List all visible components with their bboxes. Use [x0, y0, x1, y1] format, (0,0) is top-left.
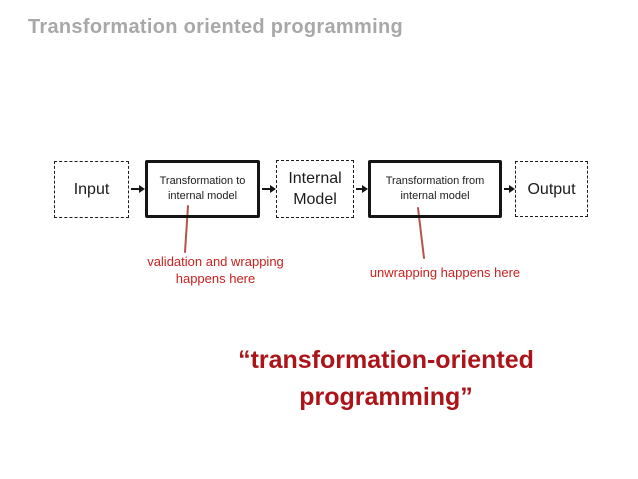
transform-to-node-label-line2: internal model: [167, 190, 238, 202]
transform-to-node: Transformation to internal model: [145, 160, 260, 218]
internal-model-node: Internal Model: [276, 160, 354, 218]
input-node: Input: [54, 161, 129, 218]
quote-line1: “transformation-oriented: [238, 346, 534, 374]
transform-to-node-label-line1: Transformation to: [159, 175, 246, 187]
unwrapping-annotation: unwrapping happens here: [360, 264, 530, 281]
internal-model-node-label-line2: Model: [293, 191, 337, 208]
quote-line2: programming”: [299, 383, 473, 411]
slide-title: Transformation oriented programming: [28, 16, 403, 38]
flow-arrow-transform-to-output: [504, 184, 515, 193]
output-node-label: Output: [527, 180, 576, 198]
validation-connector-line: [184, 205, 189, 253]
transform-from-node: Transformation from internal model: [368, 160, 502, 218]
transform-from-node-label-line2: internal model: [400, 190, 470, 202]
input-node-label: Input: [73, 181, 110, 198]
unwrapping-annotation-line1: unwrapping happens here: [369, 265, 521, 280]
output-node: Output: [515, 161, 588, 217]
internal-model-node-label-line1: Internal: [288, 170, 342, 187]
transform-from-node-label-line1: Transformation from: [385, 175, 485, 187]
validation-annotation-line1: validation and wrapping: [147, 254, 284, 269]
validation-annotation: validation and wrapping happens here: [133, 253, 298, 287]
flow-arrow-internal-to-transform: [356, 184, 368, 193]
flow-arrow-input-to-transform: [131, 184, 145, 193]
validation-annotation-line2: happens here: [175, 271, 256, 286]
quote-text: “transformation-oriented programming”: [230, 342, 542, 416]
flow-arrow-transform-to-internal: [262, 184, 276, 193]
